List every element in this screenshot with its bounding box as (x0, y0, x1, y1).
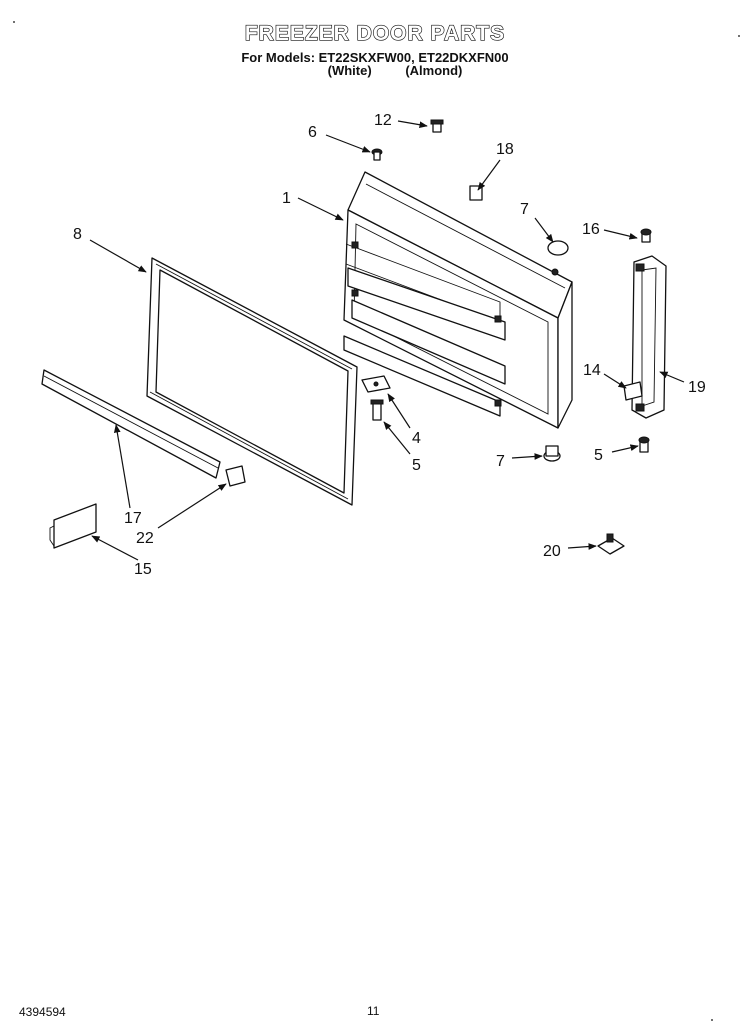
screw-5-right (638, 436, 650, 453)
document-number: 4394594 (19, 1005, 66, 1019)
callout-16: 16 (582, 221, 600, 238)
door-liner-part (343, 171, 573, 429)
callout-17: 17 (124, 510, 142, 527)
color-line: (White) (Almond) (0, 63, 750, 78)
screw-16 (640, 228, 652, 243)
callout-5-right: 5 (594, 447, 603, 464)
callout-7-bottom: 7 (496, 453, 505, 470)
callout-8: 8 (73, 226, 82, 243)
plug-7-top (547, 240, 569, 256)
callout-22: 22 (136, 530, 154, 547)
callout-5-left: 5 (412, 457, 421, 474)
end-cap-part (225, 465, 246, 487)
handle-clip-part (623, 381, 643, 401)
page-number: 11 (367, 1004, 380, 1018)
leader-lines (89, 120, 685, 561)
callout-6: 6 (308, 124, 317, 141)
hinge-4 (361, 375, 391, 393)
screw-6 (371, 148, 383, 161)
color-white: (White) (327, 63, 372, 78)
page-title: FREEZER DOOR PARTS (244, 21, 506, 45)
callout-19: 19 (688, 379, 706, 396)
color-almond: (Almond) (405, 63, 463, 78)
callout-15: 15 (134, 561, 152, 578)
callout-20: 20 (543, 543, 561, 560)
handle-part (631, 255, 667, 419)
callout-12: 12 (374, 112, 392, 129)
models-line: For Models: ET22SKXFW00, ET22DKXFN00 (241, 50, 509, 65)
callout-7-top: 7 (520, 201, 529, 218)
callout-18: 18 (496, 141, 514, 158)
part-20 (597, 533, 625, 555)
door-gasket-part (146, 257, 358, 506)
screw-5-left (370, 399, 384, 421)
callout-4: 4 (412, 430, 421, 447)
bushing-7-bottom (543, 445, 561, 462)
label-18 (469, 185, 483, 201)
nameplate-part (53, 503, 97, 549)
trim-strip-part (41, 369, 221, 479)
screw-12 (430, 119, 444, 133)
callout-1: 1 (282, 190, 291, 207)
callout-14: 14 (583, 362, 601, 379)
